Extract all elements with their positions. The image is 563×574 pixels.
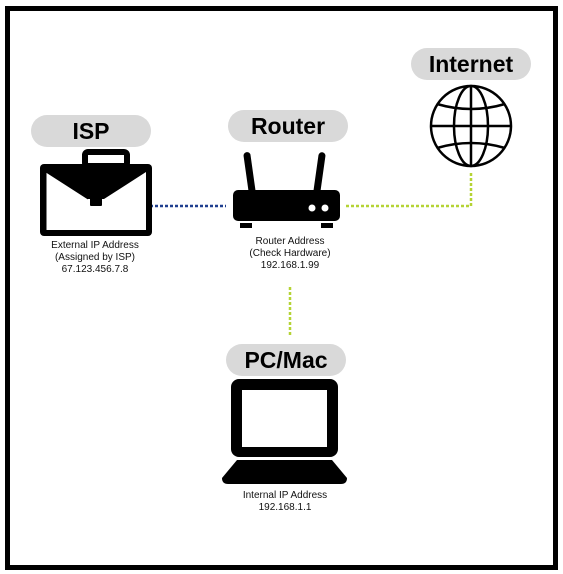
pc-caption: Internal IP Address 192.168.1.1 <box>210 490 360 514</box>
router-caption: Router Address (Check Hardware) 192.168.… <box>215 236 365 272</box>
isp-caption: External IP Address (Assigned by ISP) 67… <box>20 240 170 276</box>
pc-label: PC/Mac <box>226 344 346 376</box>
router-ip-address: 192.168.1.99 <box>260 260 320 271</box>
pc-ip-address: 192.168.1.1 <box>258 502 312 513</box>
isp-caption-line: (Assigned by ISP) <box>54 252 136 263</box>
globe-icon <box>429 84 513 168</box>
isp-caption-line: External IP Address <box>51 240 139 251</box>
router-icon <box>233 152 340 228</box>
router-internet-connector <box>346 172 473 208</box>
router-caption-line: Router Address <box>255 236 325 247</box>
internet-label: Internet <box>411 48 531 80</box>
router-caption-line: (Check Hardware) <box>249 248 331 259</box>
isp-ip-address: 67.123.456.7.8 <box>61 264 129 275</box>
briefcase-icon <box>40 149 152 236</box>
isp-label: ISP <box>31 115 151 147</box>
router-label: Router <box>228 110 348 142</box>
laptop-icon <box>222 379 347 484</box>
pc-caption-line: Internal IP Address <box>242 490 328 501</box>
